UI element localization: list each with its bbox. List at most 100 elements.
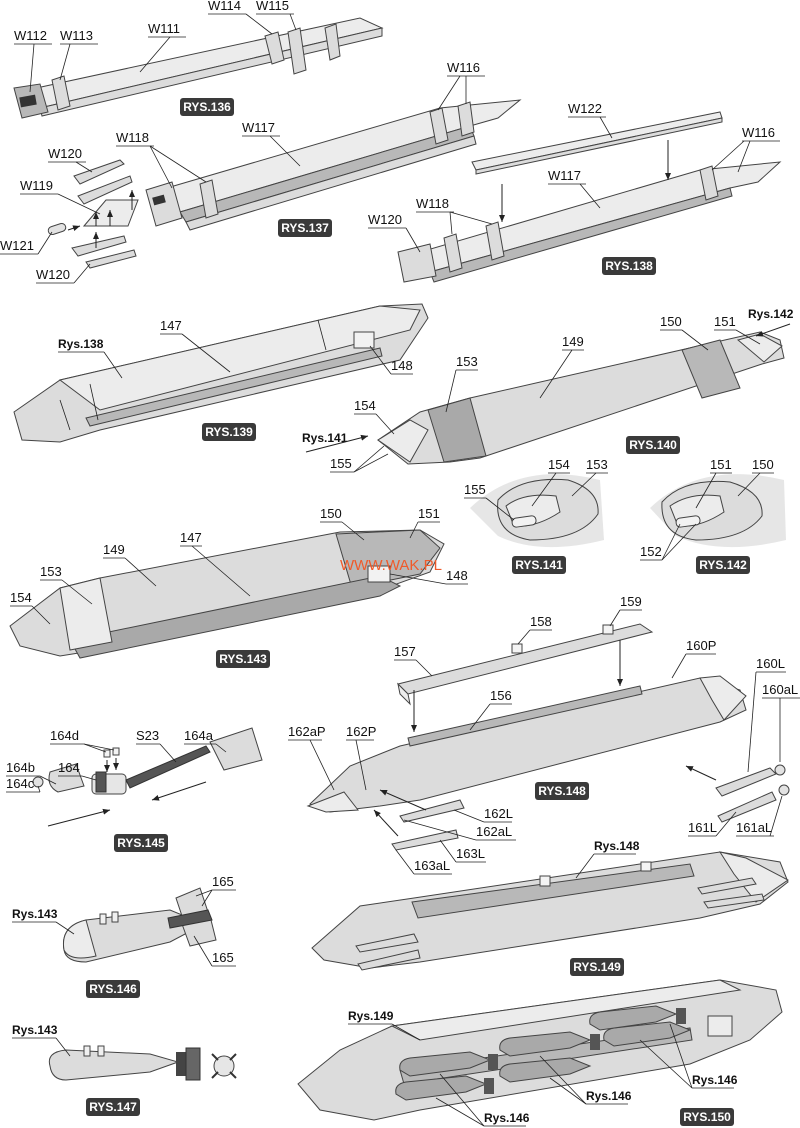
- label-w117-fig138: W117: [548, 168, 581, 183]
- fig-143-assembly: WWW.WAK.PL: [9, 529, 445, 659]
- fig-149-container: Rys.148 RYS.149: [311, 839, 789, 976]
- label-158: 158: [530, 614, 552, 629]
- fig-143-callouts: 150 151 149 147 153 154 148 RYS.143: [10, 506, 468, 668]
- label-w116-fig138: W116: [742, 125, 775, 140]
- ref-rys-143-fig147: Rys.143: [12, 1023, 58, 1037]
- label-154-fig143: 154: [10, 590, 32, 605]
- ref-rys-146-middle: Rys.146: [586, 1089, 632, 1103]
- fig-137-callouts: W120 W119 W121 W120 W118 W117 W116 RYS.1…: [0, 60, 485, 284]
- label-153-fig143: 153: [40, 564, 62, 579]
- ref-rys-146-right: Rys.146: [692, 1073, 738, 1087]
- fig-136-callouts: W112 W113 W111 W114 W115 RYS.136: [14, 0, 297, 116]
- fig-148-exploded: [306, 623, 790, 851]
- label-150-fig140: 150: [660, 314, 682, 329]
- label-w116-fig137: W116: [447, 60, 480, 75]
- label-161l: 161L: [688, 820, 717, 835]
- fig-146-callouts: Rys.143 165 165 RYS.146: [12, 874, 236, 998]
- label-149-fig143: 149: [103, 542, 125, 557]
- label-161al: 161aL: [736, 820, 772, 835]
- badge-rys-148: RYS.148: [538, 784, 586, 798]
- ref-rys-146-left: Rys.146: [484, 1111, 530, 1125]
- fig-137-parts: [47, 159, 139, 269]
- label-w120-bottom: W120: [36, 267, 70, 282]
- label-159: 159: [620, 594, 642, 609]
- fig-140-container: [377, 331, 785, 465]
- fig-136-wing-spar: [13, 17, 384, 119]
- label-164a: 164a: [184, 728, 214, 743]
- watermark: WWW.WAK.PL: [340, 557, 442, 574]
- badge-rys-150: RYS.150: [683, 1110, 731, 1124]
- label-150-fig143: 150: [320, 506, 342, 521]
- label-147-fig139: 147: [160, 318, 182, 333]
- label-153-fig140: 153: [456, 354, 478, 369]
- label-156: 156: [490, 688, 512, 703]
- label-w112: W112: [14, 28, 47, 43]
- fig-147-bomb-tail: Rys.143 RYS.147: [12, 1023, 237, 1116]
- label-164d: 164d: [50, 728, 79, 743]
- label-155-fig140: 155: [330, 456, 352, 471]
- label-160l: 160L: [756, 656, 785, 671]
- label-w113: W113: [60, 28, 93, 43]
- ref-rys-149: Rys.149: [348, 1009, 394, 1023]
- label-w121: W121: [0, 238, 34, 253]
- fig-138-keel-with-cover: [397, 111, 782, 283]
- label-162l: 162L: [484, 806, 513, 821]
- label-154-fig140: 154: [354, 398, 376, 413]
- badge-rys-137: RYS.137: [281, 221, 329, 235]
- label-162ap: 162aP: [288, 724, 326, 739]
- ref-rys-138: Rys.138: [58, 337, 104, 351]
- badge-rys-139: RYS.139: [205, 425, 253, 439]
- label-157: 157: [394, 644, 416, 659]
- badge-rys-142: RYS.142: [699, 558, 747, 572]
- label-w120-top: W120: [48, 146, 82, 161]
- label-w119: W119: [20, 178, 53, 193]
- badge-rys-143: RYS.143: [219, 652, 267, 666]
- badge-rys-149: RYS.149: [573, 960, 621, 974]
- fig-139-callouts: Rys.138 147 148 RYS.139: [58, 318, 413, 441]
- label-151-fig142: 151: [710, 457, 732, 472]
- fig-150-bombs: [395, 1005, 733, 1101]
- badge-rys-141: RYS.141: [515, 558, 563, 572]
- label-164c: 164c: [6, 776, 35, 791]
- label-154-fig141: 154: [548, 457, 570, 472]
- label-148-fig143: 148: [446, 568, 468, 583]
- label-160al: 160aL: [762, 682, 798, 697]
- label-155-fig141: 155: [464, 482, 486, 497]
- fig-146-bomb: [62, 887, 217, 963]
- ref-rys-148: Rys.148: [594, 839, 640, 853]
- label-164: 164: [58, 760, 80, 775]
- label-w122: W122: [568, 101, 602, 116]
- fig-150-loaded-container: Rys.149 Rys.146 Rys.146 Rys.146 RYS.150: [297, 979, 783, 1127]
- fig-145-bomb-parts: [32, 727, 263, 827]
- ref-rys-142: Rys.142: [748, 307, 794, 321]
- badge-rys-138: RYS.138: [605, 259, 653, 273]
- label-w115: W115: [256, 0, 289, 13]
- label-w118-fig138: W118: [416, 196, 449, 211]
- label-w120-fig138: W120: [368, 212, 402, 227]
- label-165-top: 165: [212, 874, 234, 889]
- label-s23: S23: [136, 728, 159, 743]
- fig-138-callouts: W122 W116 W117 W118 W120 RYS.138: [368, 101, 780, 275]
- badge-rys-145: RYS.145: [117, 836, 165, 850]
- label-162al: 162aL: [476, 824, 512, 839]
- fig-137-keel: [145, 99, 522, 231]
- label-165-bottom: 165: [212, 950, 234, 965]
- label-w117-fig137: W117: [242, 120, 275, 135]
- ref-rys-143-fig146: Rys.143: [12, 907, 58, 921]
- label-162p: 162P: [346, 724, 376, 739]
- label-151-fig140: 151: [714, 314, 736, 329]
- fig-139-wrapped-keel: [13, 303, 429, 443]
- label-152: 152: [640, 544, 662, 559]
- label-149-fig140: 149: [562, 334, 584, 349]
- badge-rys-136: RYS.136: [183, 100, 231, 114]
- label-147-fig143: 147: [180, 530, 202, 545]
- label-163al: 163aL: [414, 858, 450, 873]
- label-164b: 164b: [6, 760, 35, 775]
- badge-rys-146: RYS.146: [89, 982, 137, 996]
- fig-140-callouts: 150 151 Rys.142 149 153 154 Rys.141 155 …: [302, 307, 794, 473]
- label-148-fig139: 148: [391, 358, 413, 373]
- label-153-fig141: 153: [586, 457, 608, 472]
- fig-141-nose-detail: 155 154 153 RYS.141: [464, 457, 608, 574]
- fig-148-callouts: 157 158 159 156 160P 160L 160aL 161L 161…: [288, 594, 800, 875]
